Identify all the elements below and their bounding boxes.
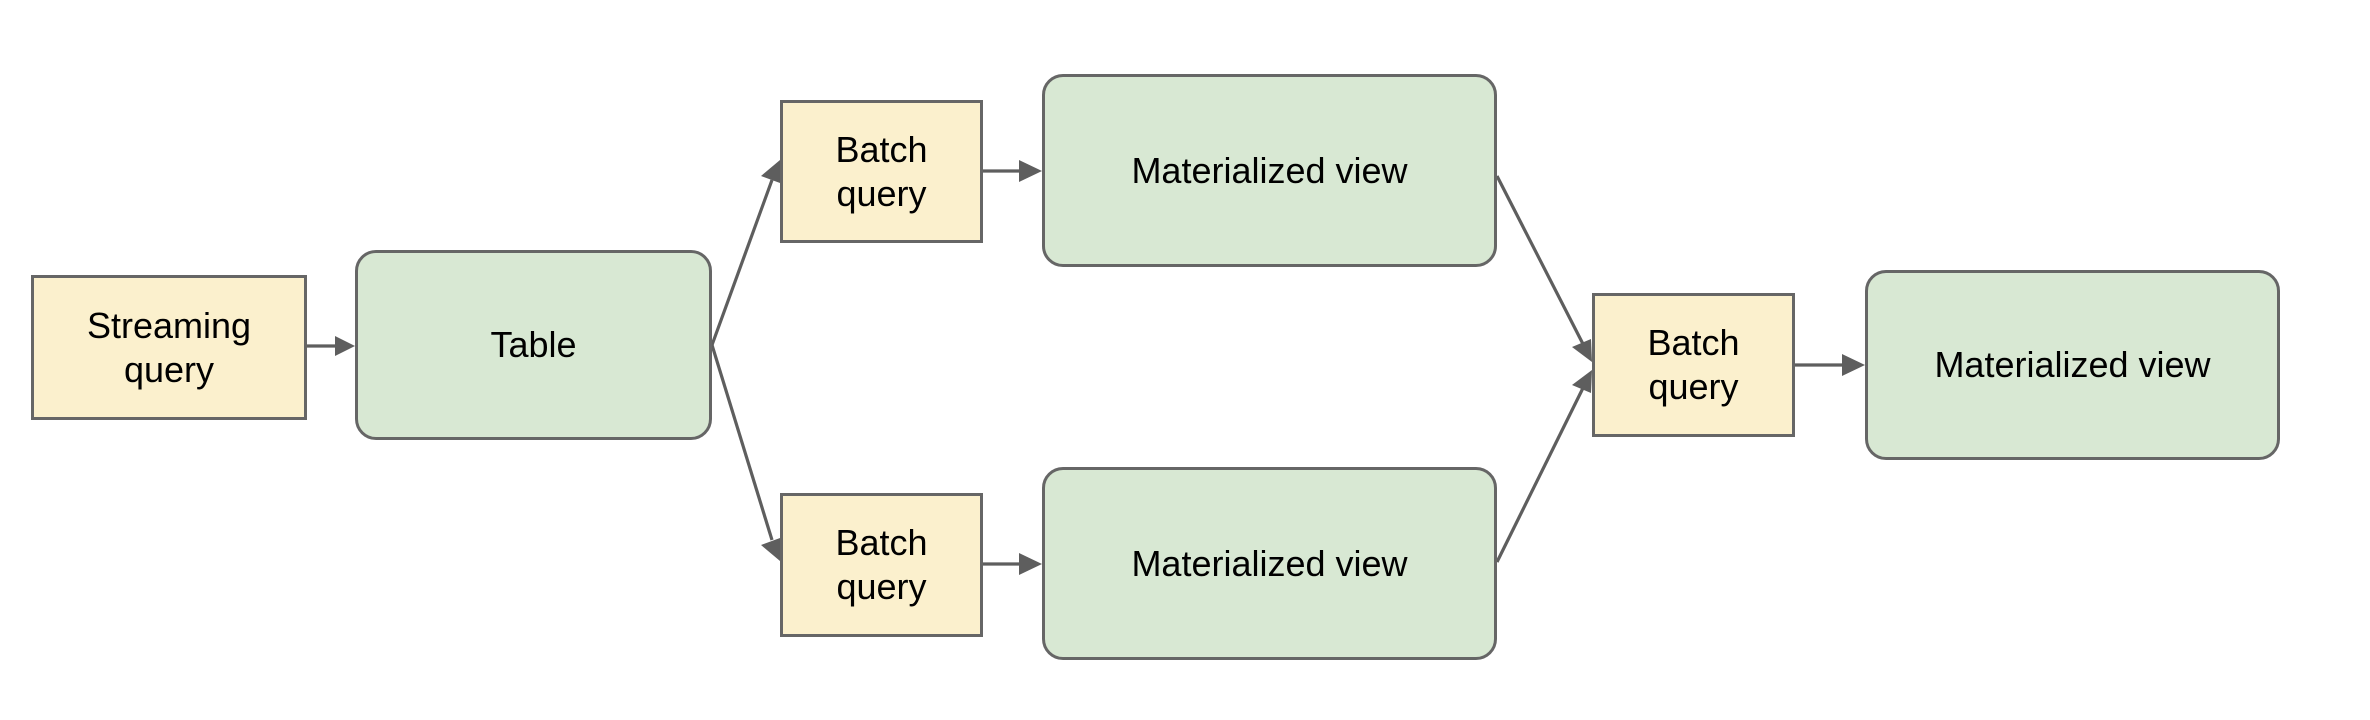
arrowhead-icon (1572, 370, 1592, 393)
edge-merge-to-mv-final (1795, 354, 1865, 376)
node-materialized-view-final[interactable]: Materialized view (1865, 270, 2280, 460)
edge-line (710, 179, 774, 346)
node-materialized-view-bottom[interactable]: Materialized view (1042, 467, 1497, 660)
node-materialized-view-top[interactable]: Materialized view (1042, 74, 1497, 267)
node-batch-query-bottom[interactable]: Batch query (780, 493, 983, 637)
arrowhead-icon (761, 538, 780, 561)
arrowhead-icon (335, 336, 355, 356)
edge-table-to-batch-top (710, 160, 780, 346)
edge-line (710, 344, 774, 541)
arrowhead-icon (1019, 160, 1042, 182)
node-table[interactable]: Table (355, 250, 712, 440)
node-batch-query-merge[interactable]: Batch query (1592, 293, 1795, 437)
node-batch-query-top[interactable]: Batch query (780, 100, 983, 243)
edge-line (1495, 175, 1585, 345)
node-streaming-query[interactable]: Streaming query (31, 275, 307, 420)
arrowhead-icon (1842, 354, 1865, 376)
edge-batch-bottom-to-mv-bottom (983, 553, 1042, 575)
edge-batch-top-to-mv-top (983, 160, 1042, 182)
edge-mv-top-to-merge (1495, 175, 1592, 362)
edge-table-to-batch-bottom (710, 344, 780, 561)
arrowhead-icon (1019, 553, 1042, 575)
edge-line (1495, 387, 1585, 563)
edge-streaming-to-table (307, 336, 355, 356)
edge-mv-bottom-to-merge (1495, 370, 1592, 563)
arrowhead-icon (761, 160, 780, 183)
arrowhead-icon (1572, 339, 1592, 362)
